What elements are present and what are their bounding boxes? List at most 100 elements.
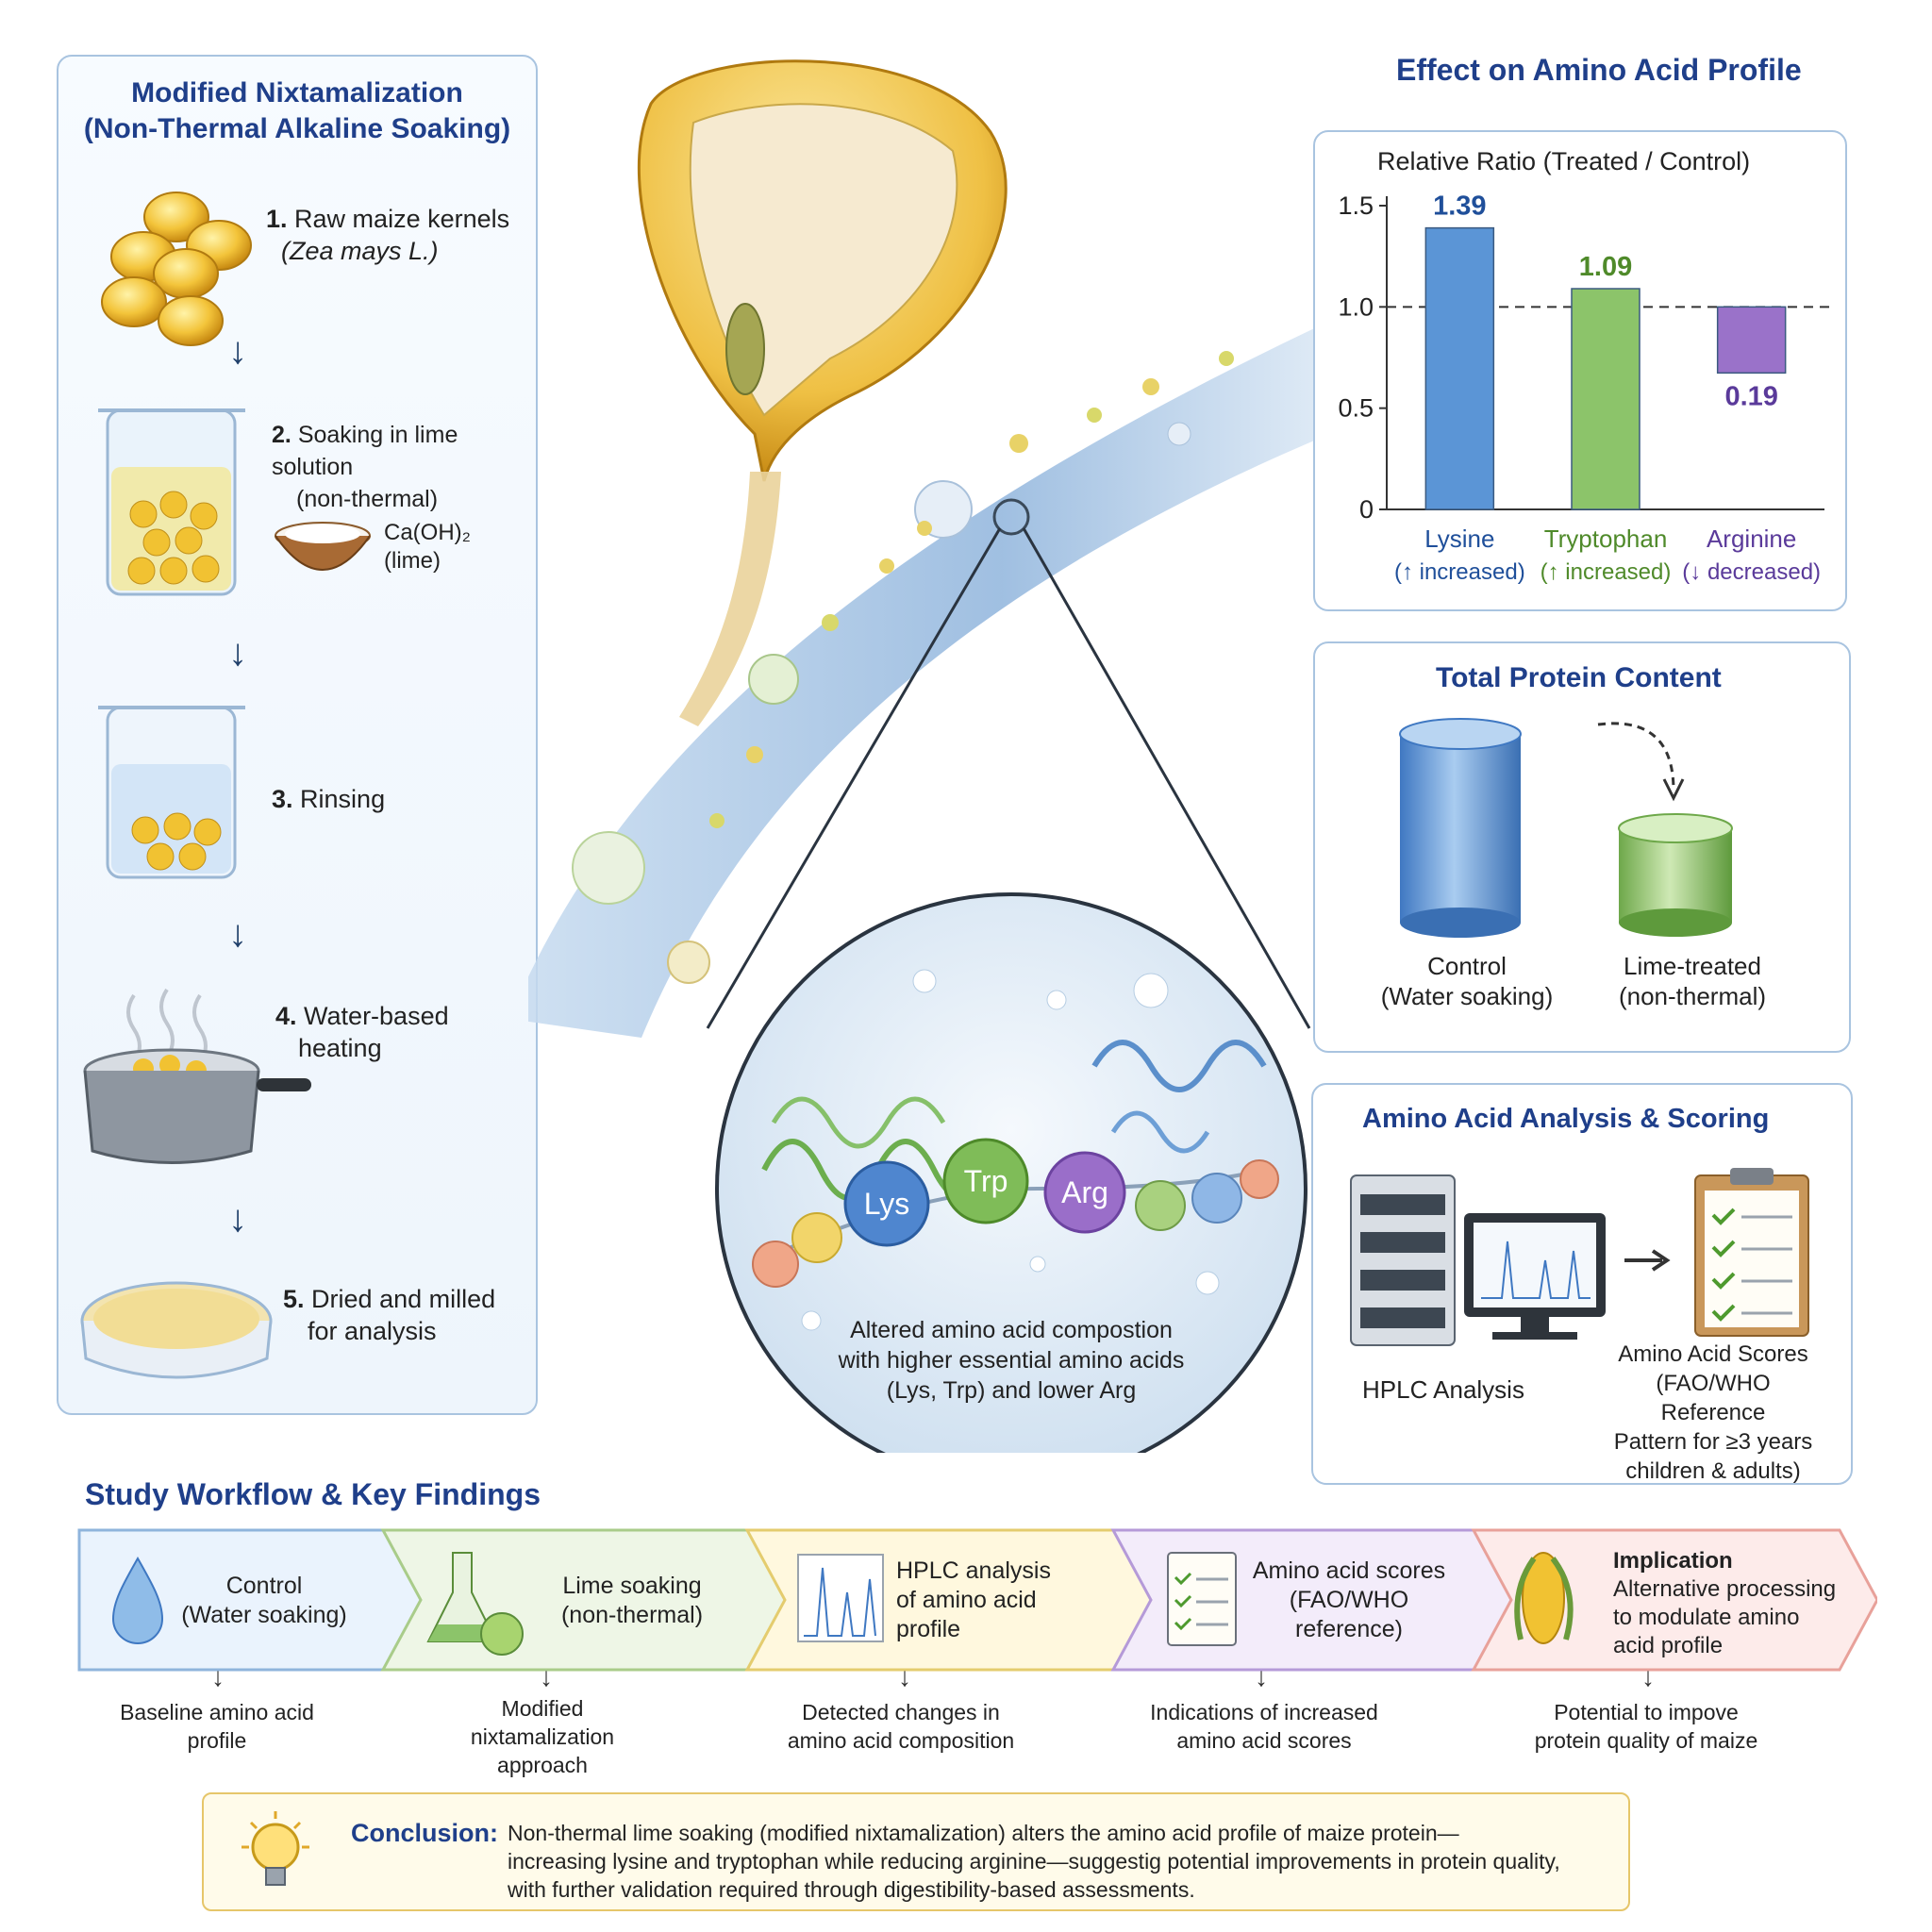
workflow-step-5-line1: Alternative processing (1613, 1576, 1837, 1602)
y-tick-label: 1.0 (1338, 292, 1374, 321)
workflow-note-1-line1: Baseline amino acid (120, 1700, 314, 1724)
workflow-step-1-text: Control (Water soaking) (170, 1572, 358, 1630)
bar-value-label: 0.19 (1724, 381, 1777, 411)
circle-caption-line3: (Lys, Trp) and lower Arg (887, 1377, 1136, 1404)
circle-caption-line1: Altered amino acid compostion (850, 1317, 1173, 1343)
scores-label-line3: Pattern for ≥3 years (1613, 1429, 1813, 1455)
conclusion-line3: with further validation required through… (508, 1877, 1195, 1902)
control-label-line2: (Water soaking) (1380, 982, 1554, 1010)
conclusion-line2: increasing lysine and tryptophan while r… (508, 1849, 1560, 1874)
step-1-number: 1. (266, 205, 288, 233)
workflow-down-arrow-3: ↓ (898, 1662, 911, 1691)
trp-label: Trp (964, 1164, 1008, 1198)
workflow-step-5-line3: acid profile (1613, 1633, 1724, 1658)
x-tick-sublabel: (↑ increased) (1541, 559, 1672, 585)
protein-cylinders (1399, 718, 1733, 938)
step-5-number: 5. (283, 1285, 305, 1313)
cooking-pot-icon (83, 988, 311, 1164)
hplc-equipment-icon (1350, 1168, 1809, 1346)
amino-acid-bar-chart: Relative Ratio (Treated / Control) 00.51… (1338, 147, 1834, 585)
workflow-note-2-line1: Modified (501, 1696, 584, 1721)
step-4-number: 4. (275, 1002, 297, 1030)
arg-label: Arg (1061, 1175, 1108, 1209)
y-tick-label: 0 (1359, 495, 1374, 524)
scores-label-line1: Amino Acid Scores (1618, 1341, 1808, 1367)
step-1-label: Raw maize kernels (294, 205, 510, 233)
analysis-panel: Amino Acid Analysis & Scoring HPLC Analy… (1311, 1083, 1853, 1485)
flour-dish-icon (80, 1281, 273, 1379)
y-tick-label: 1.5 (1338, 192, 1374, 220)
circle-caption-line2: with higher essential amino acids (838, 1347, 1185, 1374)
workflow-note-4-line2: amino acid scores (1176, 1728, 1352, 1753)
workflow-note-2-line3: approach (497, 1753, 588, 1777)
conclusion-text: Non-thermal lime soaking (modified nixta… (508, 1819, 1621, 1904)
workflow-note-1: Baseline amino acid profile (104, 1698, 330, 1755)
workflow-step-3-line3: profile (896, 1616, 961, 1642)
workflow-note-3-line2: amino acid composition (787, 1728, 1015, 1753)
rinsing-beaker-icon (98, 706, 245, 879)
kernel-germ (725, 303, 765, 395)
lime-fruit-icon (480, 1612, 524, 1656)
step-2-number: 2. (272, 422, 291, 448)
workflow-note-5: Potential to impove protein quality of m… (1509, 1698, 1783, 1755)
zoom-target (992, 498, 1030, 536)
blue-helix (1091, 1040, 1267, 1092)
workflow-step-4-text: Amino acid scores (FAO/WHO reference) (1245, 1557, 1453, 1644)
workflow-note-5-line1: Potential to impove (1554, 1700, 1739, 1724)
workflow-note-5-line2: protein quality of maize (1534, 1728, 1758, 1753)
center-illustration: Lys Trp Arg Altered amino acid compostio… (528, 59, 1321, 1453)
flow-stream (528, 325, 1321, 1038)
workflow-step-1-line2: (Water soaking) (181, 1602, 347, 1628)
hplc-label: HPLC Analysis (1362, 1375, 1524, 1404)
control-label-line1: Control (1427, 952, 1507, 980)
corn-cob-icon (1522, 1552, 1565, 1644)
x-tick-label: Lysine (1424, 525, 1494, 553)
conclusion-box: Conclusion: Non-thermal lime soaking (mo… (202, 1792, 1630, 1911)
lime-formula: Ca(OH)₂ (384, 520, 471, 545)
lime-name: (lime) (384, 548, 441, 574)
step-2-text: 2. Soaking in lime solution (non-thermal… (272, 419, 536, 515)
chromatogram-card-icon (797, 1554, 884, 1642)
decrease-arrow-icon (1662, 778, 1685, 802)
workflow-down-arrow-2: ↓ (540, 1662, 553, 1691)
x-tick-label: Tryptophan (1544, 525, 1668, 553)
total-protein-panel: Total Protein Content Control (Water soa… (1313, 641, 1851, 1053)
step-4-text: 4. Water-based heating (275, 1000, 449, 1064)
step-arrow-2: ↓ (228, 632, 247, 674)
beaker-lime-icon (98, 408, 245, 596)
workflow-down-arrow-1: ↓ (211, 1662, 225, 1691)
bars-group: 1.391.090.19 (1424, 192, 1787, 510)
control-label: Control (Water soaking) (1368, 951, 1566, 1011)
workflow-step-2-text: Lime soaking (non-thermal) (538, 1572, 726, 1630)
workflow-step-1-line1: Control (225, 1573, 303, 1599)
workflow-chevrons (77, 1528, 1877, 1672)
lime-label: Ca(OH)₂ (lime) (384, 519, 471, 575)
step-1-text: 1. Raw maize kernels (Zea mays L.) (266, 203, 509, 267)
workflow-note-1-line2: profile (187, 1728, 247, 1753)
x-tick-sublabel: (↓ decreased) (1682, 559, 1821, 585)
x-labels-group: Lysine(↑ increased)Tryptophan(↑ increase… (1394, 525, 1821, 585)
workflow-step-3-line1: HPLC analysis (896, 1557, 1051, 1584)
step-5-sublabel: for analysis (308, 1317, 437, 1345)
chart-title: Relative Ratio (Treated / Control) (1377, 147, 1750, 175)
analysis-title: Amino Acid Analysis & Scoring (1362, 1104, 1770, 1134)
treated-cylinder (1619, 828, 1732, 923)
workflow-note-2: Modified nixtamalization approach (434, 1694, 651, 1779)
maize-kernels-icon (101, 192, 252, 346)
workflow-step-4-line1: Amino acid scores (1252, 1557, 1446, 1584)
step-3-label: Rinsing (300, 785, 386, 813)
step-arrow-3: ↓ (228, 913, 247, 955)
workflow-step-5-box (1471, 1528, 1877, 1672)
lys-label: Lys (864, 1187, 910, 1221)
scores-label: Amino Acid Scores (FAO/WHO Reference Pat… (1602, 1340, 1824, 1486)
workflow-down-arrow-5: ↓ (1641, 1662, 1655, 1691)
protein-title: Total Protein Content (1436, 662, 1722, 693)
chromatogram-icon (1481, 1241, 1591, 1299)
workflow-step-2-line2: (non-thermal) (560, 1602, 704, 1628)
process-title-line1: Modified Nixtamalization (131, 77, 463, 108)
lys-bead (843, 1160, 930, 1247)
scores-label-line4: children & adults) (1625, 1458, 1801, 1484)
arg-bead (1043, 1151, 1126, 1234)
workflow-step-3-text: HPLC analysis of amino acid profile (896, 1557, 1104, 1644)
